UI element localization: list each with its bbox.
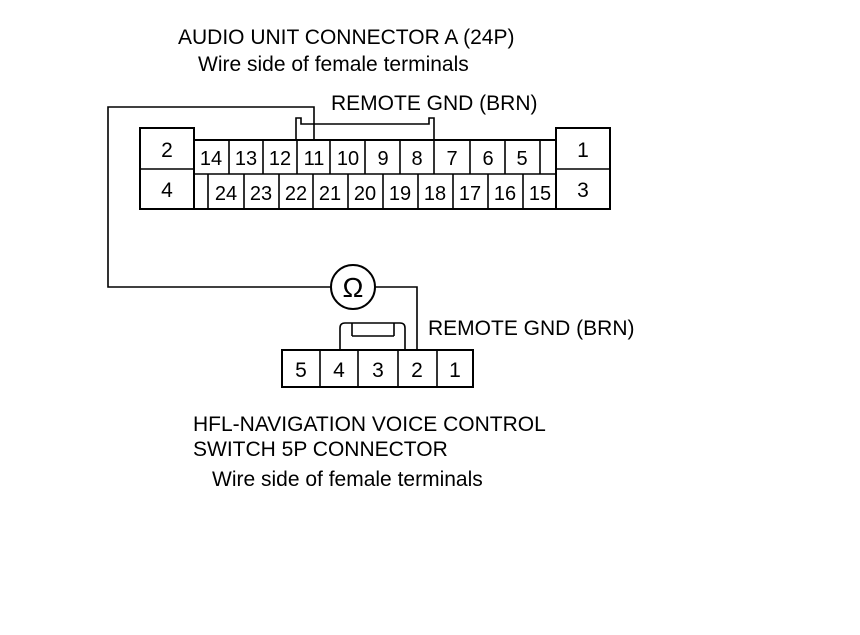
audio-pin-4: 4 bbox=[161, 179, 173, 202]
audio-pin-2: 2 bbox=[161, 139, 173, 162]
switch-wire-label: REMOTE GND (BRN) bbox=[428, 317, 635, 340]
audio-unit-connector: 2 4 1 3 14 13 12 11 10 9 8 7 6 5 24 23 2… bbox=[139, 117, 611, 210]
audio-pin-20: 20 bbox=[354, 183, 376, 205]
audio-connector-title: AUDIO UNIT CONNECTOR A (24P) bbox=[178, 26, 514, 49]
probe-wire-audio-pin-11 bbox=[107, 106, 331, 288]
switch-pin-3: 3 bbox=[372, 359, 384, 382]
audio-pin-16: 16 bbox=[494, 183, 516, 205]
audio-pin-9: 9 bbox=[377, 148, 388, 170]
audio-pin-18: 18 bbox=[424, 183, 446, 205]
audio-pin-21: 21 bbox=[319, 183, 341, 205]
switch-pin-4: 4 bbox=[333, 359, 345, 382]
audio-pin-7: 7 bbox=[446, 148, 457, 170]
switch-connector-title-line1: HFL-NAVIGATION VOICE CONTROL bbox=[193, 413, 546, 436]
switch-body bbox=[281, 349, 474, 388]
audio-pin-5: 5 bbox=[516, 148, 527, 170]
audio-pin-3: 3 bbox=[577, 179, 589, 202]
audio-lock-tab bbox=[295, 117, 435, 140]
audio-pin-22: 22 bbox=[285, 183, 307, 205]
switch-connector-subtitle: Wire side of female terminals bbox=[212, 468, 483, 491]
audio-pin-10: 10 bbox=[337, 148, 359, 170]
switch-pin-5: 5 bbox=[295, 359, 307, 382]
probe-wire-switch-pin-2 bbox=[375, 286, 418, 350]
switch-5p-connector: 5 4 3 2 1 bbox=[281, 322, 474, 388]
audio-pin-23: 23 bbox=[250, 183, 272, 205]
audio-pin-19: 19 bbox=[389, 183, 411, 205]
audio-pin-13: 13 bbox=[235, 148, 257, 170]
audio-wire-label: REMOTE GND (BRN) bbox=[331, 92, 538, 115]
audio-pin-24: 24 bbox=[215, 183, 237, 205]
audio-pin-15: 15 bbox=[529, 183, 551, 205]
switch-pin-2: 2 bbox=[411, 359, 423, 382]
audio-pin-17: 17 bbox=[459, 183, 481, 205]
switch-connector-title-line2: SWITCH 5P CONNECTOR bbox=[193, 438, 448, 461]
audio-connector-subtitle: Wire side of female terminals bbox=[198, 53, 469, 76]
audio-top-row-dividers bbox=[228, 140, 541, 174]
ohmmeter-circle bbox=[330, 264, 376, 310]
ohm-icon: Ω bbox=[343, 272, 364, 303]
audio-pin-6: 6 bbox=[482, 148, 493, 170]
ohmmeter: Ω bbox=[330, 264, 376, 310]
audio-pin-12: 12 bbox=[269, 148, 291, 170]
audio-pin-8: 8 bbox=[411, 148, 422, 170]
audio-bottom-row-dividers bbox=[207, 174, 524, 209]
audio-pin-14: 14 bbox=[200, 148, 222, 170]
audio-pin-1: 1 bbox=[577, 139, 589, 162]
switch-pin-1: 1 bbox=[449, 359, 461, 382]
audio-pin-11: 11 bbox=[304, 148, 325, 170]
switch-lock-tab bbox=[339, 322, 406, 350]
